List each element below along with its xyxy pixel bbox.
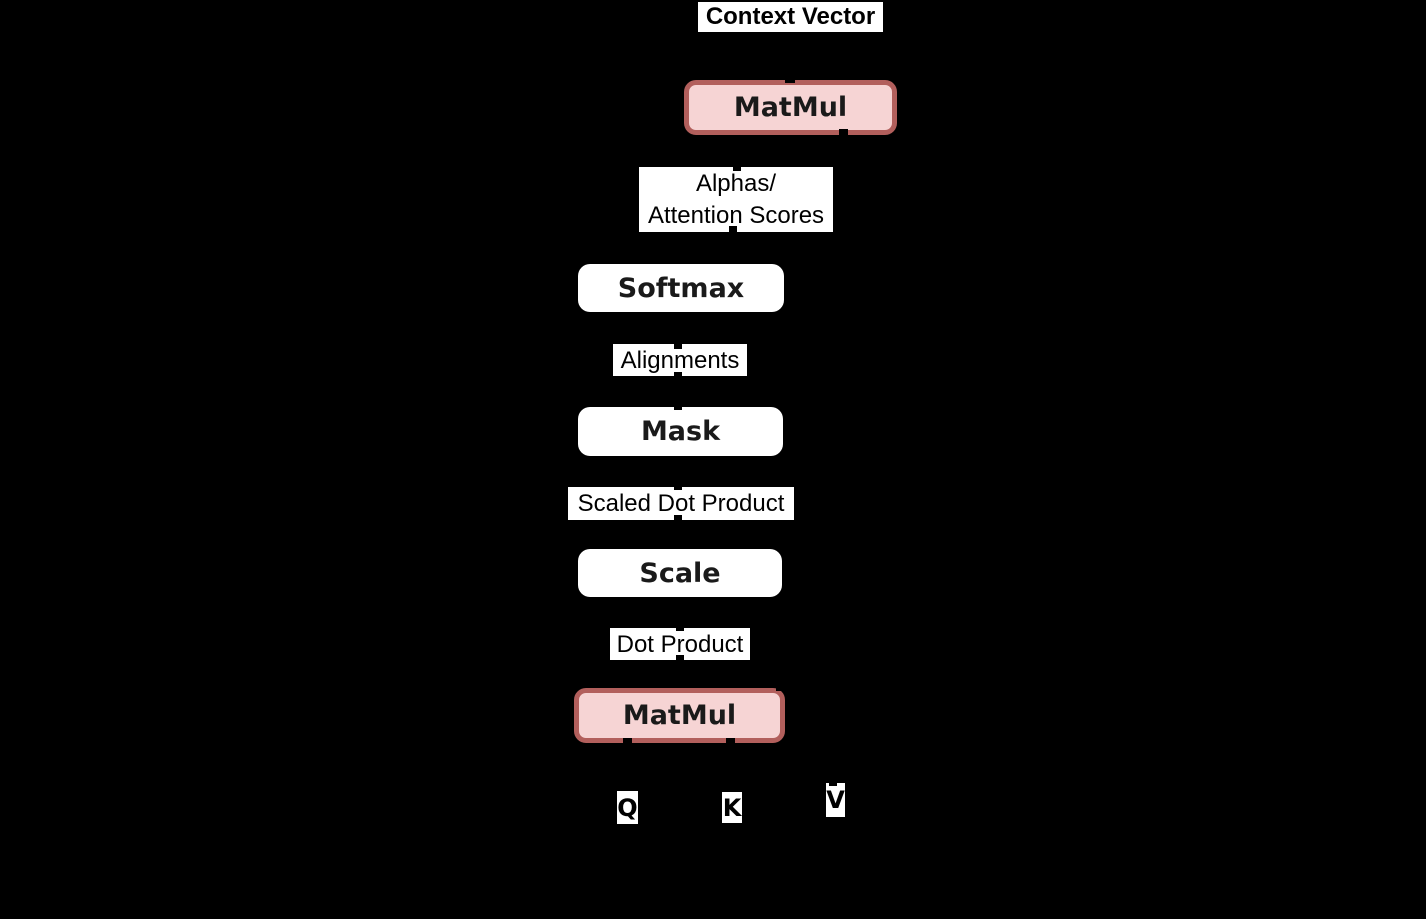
mask-node: Mask <box>578 407 783 456</box>
connector-dot-product-to-scale <box>678 597 681 628</box>
connector-v-to-matmul-top <box>831 134 834 783</box>
arrow-stub <box>776 684 785 691</box>
matmul-top-text: MatMul <box>733 92 848 123</box>
arrow-stub <box>726 738 735 745</box>
arrow-stub <box>674 372 682 378</box>
matmul-bottom-node: MatMul <box>574 688 785 743</box>
input-k-label: K <box>722 792 742 823</box>
connector-k-input-line <box>729 823 732 870</box>
arrow-stub <box>674 342 682 349</box>
arrow-stub <box>674 484 682 490</box>
scaled-dot-product-label: Scaled Dot Product <box>568 487 794 520</box>
arrow-stub <box>729 226 737 232</box>
scale-node: Scale <box>578 549 782 597</box>
arrow-stub <box>674 404 682 410</box>
arrow-stub <box>623 738 632 745</box>
input-v-label: V <box>826 783 845 817</box>
connector-matmul-bottom-to-dot-product <box>678 660 681 688</box>
input-k-text: K <box>722 793 742 822</box>
alphas-line1-text: Alphas/ <box>695 169 777 197</box>
arrow-stub <box>676 655 684 661</box>
connector-scaled-dot-product-to-mask <box>677 456 680 487</box>
connector-v-input-line <box>831 817 834 870</box>
context-vector-label: Context Vector <box>698 2 883 32</box>
alignments-label: Alignments <box>613 344 747 376</box>
connector-alphas-to-matmul-top <box>735 134 738 167</box>
scaled-dot-product-text: Scaled Dot Product <box>577 490 785 517</box>
softmax-node: Softmax <box>578 264 784 312</box>
arrow-stub <box>785 76 795 83</box>
arrow-stub <box>733 164 741 171</box>
context-vector-text: Context Vector <box>705 3 876 30</box>
connector-mask-to-alignments <box>676 375 679 407</box>
input-v-text: V <box>826 786 845 814</box>
arrow-stub <box>674 515 682 522</box>
alignments-text: Alignments <box>620 346 740 374</box>
dot-product-text: Dot Product <box>616 630 744 658</box>
input-q-text: Q <box>617 793 638 822</box>
arrow-stub <box>829 779 837 786</box>
input-q-label: Q <box>617 791 638 824</box>
connector-q-to-matmul-bottom <box>626 743 629 791</box>
matmul-top-node: MatMul <box>684 80 897 135</box>
matmul-bottom-text: MatMul <box>622 700 737 731</box>
connector-softmax-to-alphas <box>733 232 736 264</box>
alphas-attention-scores-label: Alphas/ Attention Scores <box>639 167 833 232</box>
arrow-stub <box>676 625 684 631</box>
softmax-text: Softmax <box>617 272 745 304</box>
arrow-stub <box>839 129 848 136</box>
alphas-line2-text: Attention Scores <box>647 201 825 229</box>
connector-scale-to-scaled-dot-product <box>677 520 680 549</box>
mask-text: Mask <box>640 416 721 447</box>
connector-matmul-top-to-context-vector <box>788 32 791 80</box>
scale-text: Scale <box>639 557 721 589</box>
connector-k-to-matmul-bottom <box>729 743 732 792</box>
dot-product-label: Dot Product <box>610 628 750 660</box>
connector-q-input-line <box>626 824 629 870</box>
connector-alignments-to-softmax <box>676 312 679 344</box>
